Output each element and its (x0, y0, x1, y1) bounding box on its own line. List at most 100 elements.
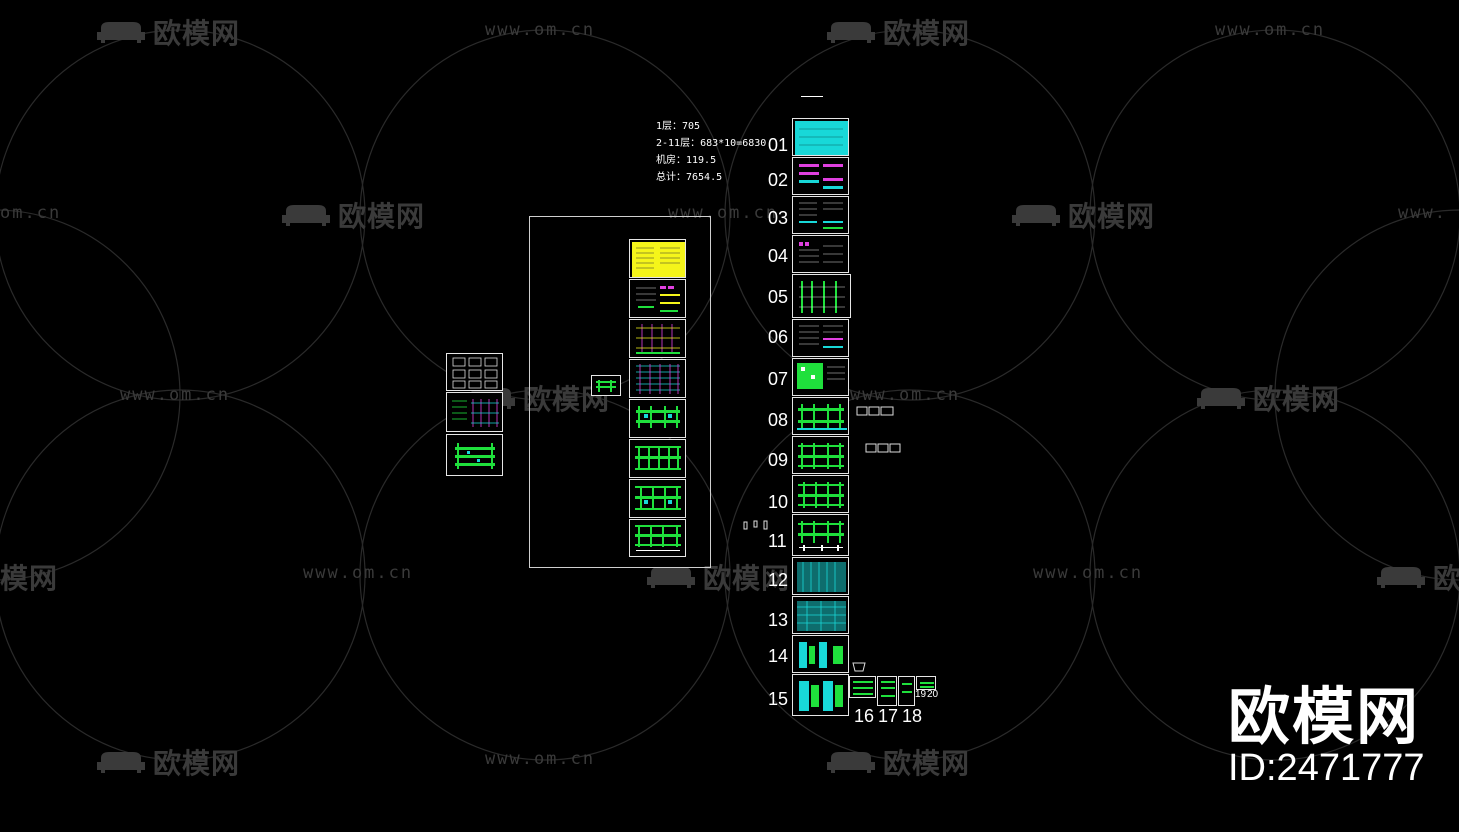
sofa-icon (282, 205, 330, 226)
drawing-sheet-mid-7[interactable] (629, 479, 686, 518)
cad-note-line: 1层：705 (656, 121, 701, 132)
sheet-thumbnail (798, 521, 844, 551)
watermark-url: www.om.cn (120, 385, 231, 405)
drawing-sheet-12[interactable] (792, 557, 849, 595)
sheet-thumbnail (452, 399, 499, 427)
watermark-logo: 欧模网 (1195, 378, 1340, 418)
sofa-icon (827, 22, 875, 43)
drawing-sheet-16[interactable] (849, 676, 876, 698)
drawing-sheet-14[interactable] (792, 635, 849, 673)
drawing-sheet-mid-4[interactable] (629, 359, 686, 398)
drawing-sheet-03[interactable] (792, 196, 849, 234)
sheet-number: 20 (927, 689, 939, 700)
sheet-number: 10 (768, 492, 789, 512)
watermark-logo: 欧模网 (280, 195, 425, 235)
watermark-url: www.om.cn (850, 385, 961, 405)
drawing-sheet-left-1[interactable] (446, 353, 503, 391)
watermark-url: www.om.cn (485, 749, 596, 769)
sheet-thumbnail (455, 443, 495, 469)
sofa-icon (1197, 388, 1245, 409)
sheet-thumbnail (635, 446, 681, 470)
drawing-sheet-08[interactable] (792, 397, 849, 435)
sheet-number: 04 (768, 246, 789, 266)
sheet-number: 14 (768, 646, 789, 666)
watermark-logo: 欧模网 (825, 12, 970, 52)
sheet-number: 05 (768, 287, 789, 307)
sheet-thumbnail (797, 601, 846, 631)
watermark-url: www.om.cn (485, 20, 596, 40)
drawing-sheet-01[interactable] (792, 118, 849, 156)
sheet-thumbnail (881, 681, 895, 697)
sheet-thumbnail (798, 482, 844, 508)
drawing-sheet-05[interactable] (792, 274, 851, 318)
sheet-number: 11 (768, 531, 787, 551)
sheet-number: 12 (768, 570, 789, 590)
sheet-number: 09 (768, 450, 789, 470)
sheet-thumbnail (636, 286, 680, 312)
sofa-icon (647, 567, 695, 588)
drawing-sheet-mid-6[interactable] (629, 439, 686, 478)
drawing-sheet-mid-8[interactable] (629, 519, 686, 557)
sheet-thumbnail (853, 681, 873, 695)
drawing-sheet-left-2[interactable] (446, 392, 503, 432)
sheet-thumbnail (797, 404, 847, 430)
sheet-number: 19 (915, 689, 927, 700)
cad-small-marks (743, 520, 768, 530)
sheet-thumbnail (636, 324, 680, 354)
brand-logo-text: 欧模网 (1228, 680, 1421, 753)
drawing-sheet-mid-1[interactable] (629, 239, 686, 278)
watermark-logo: 欧模网 (825, 742, 970, 782)
sheet-number: 16 (854, 706, 875, 726)
cad-note-line: 机房：119.5 (656, 155, 717, 166)
cad-detail-shapes (852, 662, 866, 672)
drawing-sheet-15[interactable] (792, 674, 849, 716)
sofa-icon (1377, 567, 1425, 588)
sheet-thumbnail (798, 443, 844, 469)
drawing-sheet-02[interactable] (792, 157, 849, 195)
cad-detail-shapes (865, 443, 901, 453)
sheet-number: 02 (768, 170, 789, 190)
sheet-thumbnail (799, 202, 843, 229)
drawing-sheet-mid-5[interactable] (629, 399, 686, 438)
watermark-logo: 欧模网 (645, 557, 790, 597)
drawing-frame-middle[interactable] (529, 216, 711, 568)
watermark-logo-partial: 模网 (0, 562, 59, 595)
drawing-sheet-19-20[interactable] (916, 676, 936, 690)
drawing-sheet-mid-3[interactable] (629, 319, 686, 358)
sheet-thumbnail (596, 380, 616, 392)
drawing-sheet-small[interactable] (591, 375, 621, 396)
sheet-thumbnail (636, 364, 680, 394)
drawing-sheet-17[interactable] (877, 676, 897, 706)
sofa-icon (827, 752, 875, 773)
sheet-number: 01 (768, 135, 789, 155)
sheet-thumbnail (799, 242, 843, 263)
drawing-sheet-13[interactable] (792, 596, 849, 634)
sheet-number: 18 (902, 706, 923, 726)
brand-id: ID:2471777 (1228, 747, 1425, 789)
sheet-number: 03 (768, 208, 789, 228)
drawing-sheet-18[interactable] (898, 676, 915, 706)
watermark-url: www.om.cn (303, 563, 414, 583)
sofa-icon (97, 22, 145, 43)
drawing-sheet-07[interactable] (792, 358, 849, 396)
drawing-sheet-09[interactable] (792, 436, 849, 474)
sheet-thumbnail (920, 682, 934, 688)
watermark-url: www.om.cn (1215, 20, 1326, 40)
cad-note-block[interactable]: 1层：705 2-11层：683*10=6830 机房：119.5 总计：765… (656, 118, 766, 186)
drawing-sheet-04[interactable] (792, 235, 849, 273)
watermark-url: www.om.cn (1033, 563, 1144, 583)
sheet-thumbnail (452, 357, 498, 389)
drawing-sheet-06[interactable] (792, 319, 849, 357)
sheet-thumbnail (795, 121, 848, 155)
sheet-thumbnail (902, 683, 912, 693)
cad-detail-shapes (856, 406, 894, 416)
watermark-url: www.om.cn (668, 203, 779, 223)
drawing-sheet-mid-2[interactable] (629, 279, 686, 318)
sheet-thumbnail (635, 525, 681, 551)
sheet-number: 08 (768, 410, 789, 430)
drawing-sheet-10[interactable] (792, 475, 849, 513)
drawing-sheet-11[interactable] (792, 514, 849, 556)
drawing-sheet-left-3[interactable] (446, 434, 503, 476)
